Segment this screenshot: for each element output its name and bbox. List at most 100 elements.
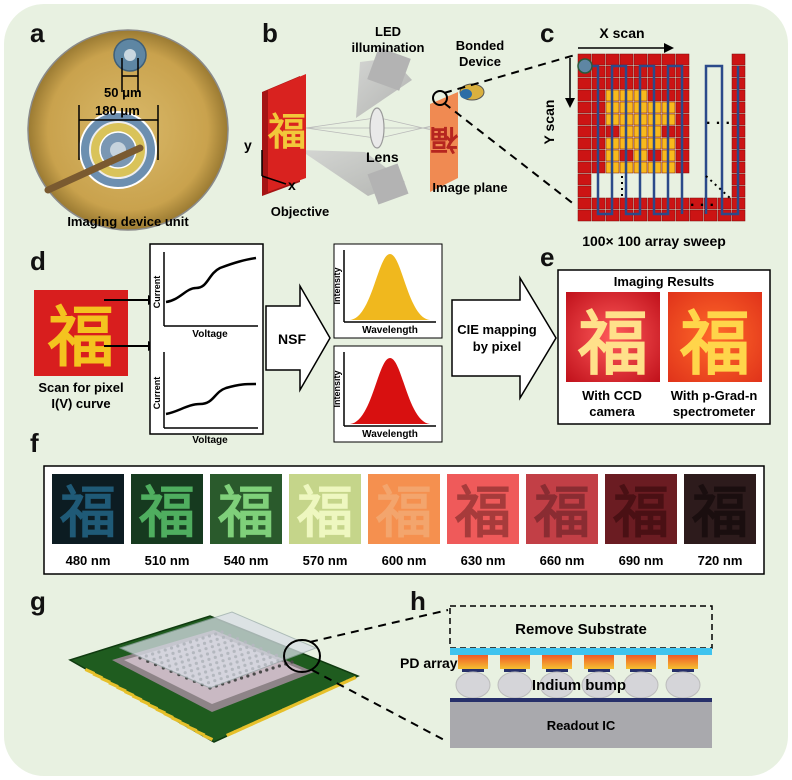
- wavelength-label: 660 nm: [540, 553, 585, 568]
- grid-pixel: [689, 209, 704, 222]
- grid-pixel: [577, 161, 592, 174]
- bump-dot: [290, 660, 294, 664]
- panel-g: g: [30, 586, 449, 743]
- grid-pixel: [577, 101, 592, 114]
- gold-pin: [329, 683, 341, 691]
- gold-pin: [233, 726, 245, 734]
- dim-large-label: 180 μm: [95, 103, 140, 118]
- panel-b: b 福 Lens 福 y x LED: [244, 18, 576, 219]
- indium-bump: [497, 671, 533, 699]
- ccd-caption-line2: camera: [589, 404, 635, 419]
- bump-dot: [252, 672, 256, 676]
- image-plane-character: 福: [430, 123, 459, 156]
- nsf-arrow: [265, 283, 331, 393]
- pd-mesas: [458, 655, 698, 672]
- grid-pixel: [591, 53, 606, 66]
- pd-mesa: [584, 655, 614, 669]
- panel-a-caption: Imaging device unit: [67, 214, 189, 229]
- wavelength-tile-character: 福: [138, 481, 195, 544]
- indium-bump: [665, 671, 701, 699]
- wavelength-tile-character: 福: [296, 481, 353, 544]
- grid-pixel: [717, 209, 732, 222]
- spec-caption-line2: spectrometer: [673, 404, 755, 419]
- spectrum-yellow: [350, 254, 430, 320]
- pd-contact: [630, 669, 652, 672]
- gold-pin: [108, 681, 119, 689]
- grid-pixel: [689, 197, 704, 210]
- gold-pin: [274, 708, 285, 716]
- panel-e: e Imaging Results 福 福 With CCD camera Wi…: [540, 242, 771, 425]
- spectrometer-image-character: 福: [679, 302, 750, 385]
- wavelength-label: 540 nm: [224, 553, 269, 568]
- grid-pixel: [577, 173, 592, 186]
- grid-pixel: [577, 209, 592, 222]
- led-label-line1: LED: [375, 24, 401, 39]
- spec2-ylabel: Intensity: [332, 370, 342, 407]
- led-label-line2: illumination: [352, 40, 425, 55]
- grid-dots-h: · · ·: [706, 115, 731, 132]
- indium-bump: [623, 671, 659, 699]
- grid-pixel: [661, 53, 676, 66]
- led-source-top: [367, 47, 411, 91]
- bump-dot: [246, 674, 250, 678]
- grid-pixel: [577, 125, 592, 138]
- panel-a: a 50 μm 180 μm Imaging device unit: [27, 18, 229, 231]
- bonded-device-core: [460, 89, 472, 99]
- pd-array-chip: [118, 611, 318, 689]
- ccd-caption-line1: With CCD: [582, 388, 642, 403]
- scan-caption-line2: I(V) curve: [51, 396, 110, 411]
- pd-array-label: PD array: [400, 655, 458, 671]
- scan-caption-line1: Scan for pixel: [38, 380, 123, 395]
- wavelength-tile-character: 福: [217, 481, 274, 544]
- wavelength-tile: [684, 474, 756, 544]
- zoom-line-g-top: [309, 609, 449, 643]
- x-scan-label: X scan: [599, 25, 644, 41]
- dim-small-label: 50 μm: [104, 85, 142, 100]
- pd-contact: [462, 669, 484, 672]
- gold-pin: [84, 668, 96, 675]
- cie-label-line2: by pixel: [473, 339, 521, 354]
- bonded-label-line1: Bonded: [456, 38, 504, 53]
- gold-pin: [258, 715, 269, 723]
- wavelength-tile-character: 福: [59, 481, 116, 544]
- zoom-line-g-bottom: [311, 669, 449, 743]
- image-plane: [430, 92, 458, 192]
- nsf-label: NSF: [278, 331, 306, 347]
- wavelength-tile: [526, 474, 598, 544]
- iv1-xlabel: Voltage: [192, 329, 228, 340]
- readout-ic-label: Readout IC: [547, 718, 616, 733]
- panel-d-label: d: [30, 246, 46, 276]
- wavelength-label: 690 nm: [619, 553, 664, 568]
- panel-c-caption: 100× 100 array sweep: [582, 233, 726, 249]
- pd-mesa: [626, 655, 656, 669]
- panel-g-label: g: [30, 586, 46, 616]
- bump-dot: [258, 670, 263, 674]
- readout-ic: [450, 702, 712, 748]
- grid-pixel: [577, 149, 592, 162]
- grid-pixel: [731, 53, 746, 66]
- pd-contact: [504, 669, 526, 672]
- panel-c-label: c: [540, 18, 554, 48]
- ccd-image: [566, 292, 660, 382]
- bump-dot: [265, 668, 269, 672]
- gold-pin: [314, 690, 325, 698]
- wavelength-tile: [368, 474, 440, 544]
- grid-pixel: [703, 209, 718, 222]
- wavelength-tile: [131, 474, 203, 544]
- wavelength-label: 630 nm: [461, 553, 506, 568]
- wavelength-tile-character: 福: [612, 481, 669, 544]
- gold-pin: [242, 722, 253, 730]
- grid-pixel: [577, 197, 592, 210]
- grid-pixel: [577, 77, 592, 90]
- bonded-label-line2: Device: [459, 54, 501, 69]
- pd-contact: [546, 669, 568, 672]
- led-source-bottom: [367, 163, 409, 205]
- gold-pin: [346, 675, 357, 683]
- bump-dot: [277, 664, 281, 668]
- spec-caption-line1: With p-Grad-n: [671, 388, 758, 403]
- wavelength-tile: [52, 474, 124, 544]
- grid-pixel: [703, 197, 718, 210]
